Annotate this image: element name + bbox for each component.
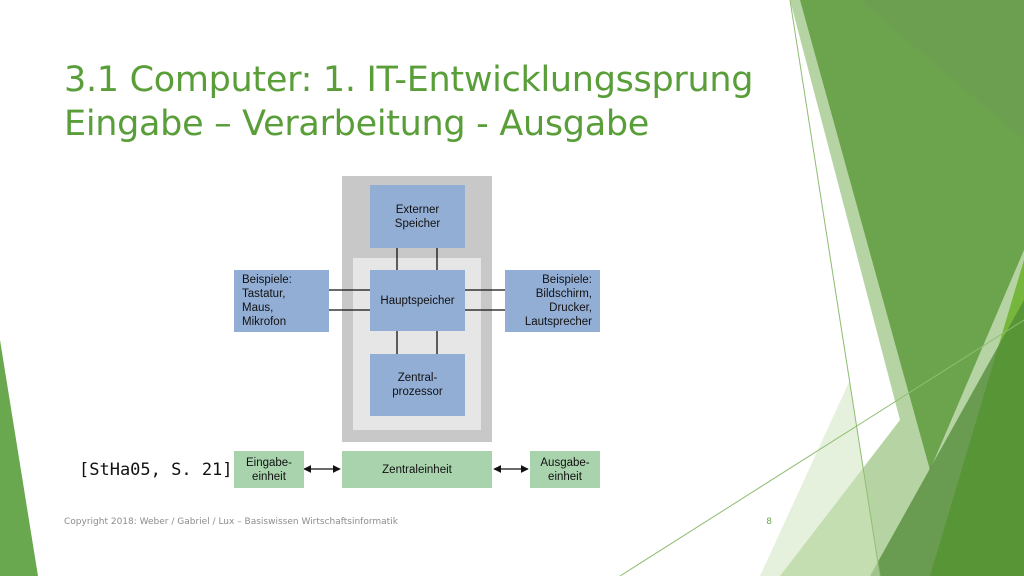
slide-title: 3.1 Computer: 1. IT-Entwicklungssprung E… — [64, 58, 784, 146]
deco-shape-light — [760, 0, 880, 576]
page-number: 8 — [766, 517, 772, 527]
central-unit-box: Zentraleinheit — [342, 451, 492, 488]
deco-shape-dark — [870, 300, 1024, 576]
footer-copyright: Copyright 2018: Weber / Gabriel / Lux – … — [64, 517, 398, 527]
title-line-1: 3.1 Computer: 1. IT-Entwicklungssprung — [64, 60, 754, 100]
left-green-triangle — [0, 340, 38, 576]
external-storage-box: Externer Speicher — [370, 185, 465, 248]
input-unit-box: Eingabe- einheit — [234, 451, 304, 488]
output-examples-box: Beispiele: Bildschirm, Drucker, Lautspre… — [505, 270, 600, 332]
input-examples-box: Beispiele: Tastatur, Maus, Mikrofon — [234, 270, 329, 332]
source-citation: [StHa05, S. 21] — [79, 460, 233, 480]
deco-line-1 — [789, 0, 881, 576]
deco-line-2 — [619, 319, 1024, 576]
deco-shape-corner — [860, 0, 1024, 140]
deco-shape-top — [800, 0, 1024, 470]
output-unit-box: Ausgabe- einheit — [530, 451, 600, 488]
cpu-box: Zentral- prozessor — [370, 354, 465, 416]
main-memory-box: Hauptspeicher — [370, 270, 465, 331]
title-line-2: Eingabe – Verarbeitung - Ausgabe — [64, 104, 650, 144]
